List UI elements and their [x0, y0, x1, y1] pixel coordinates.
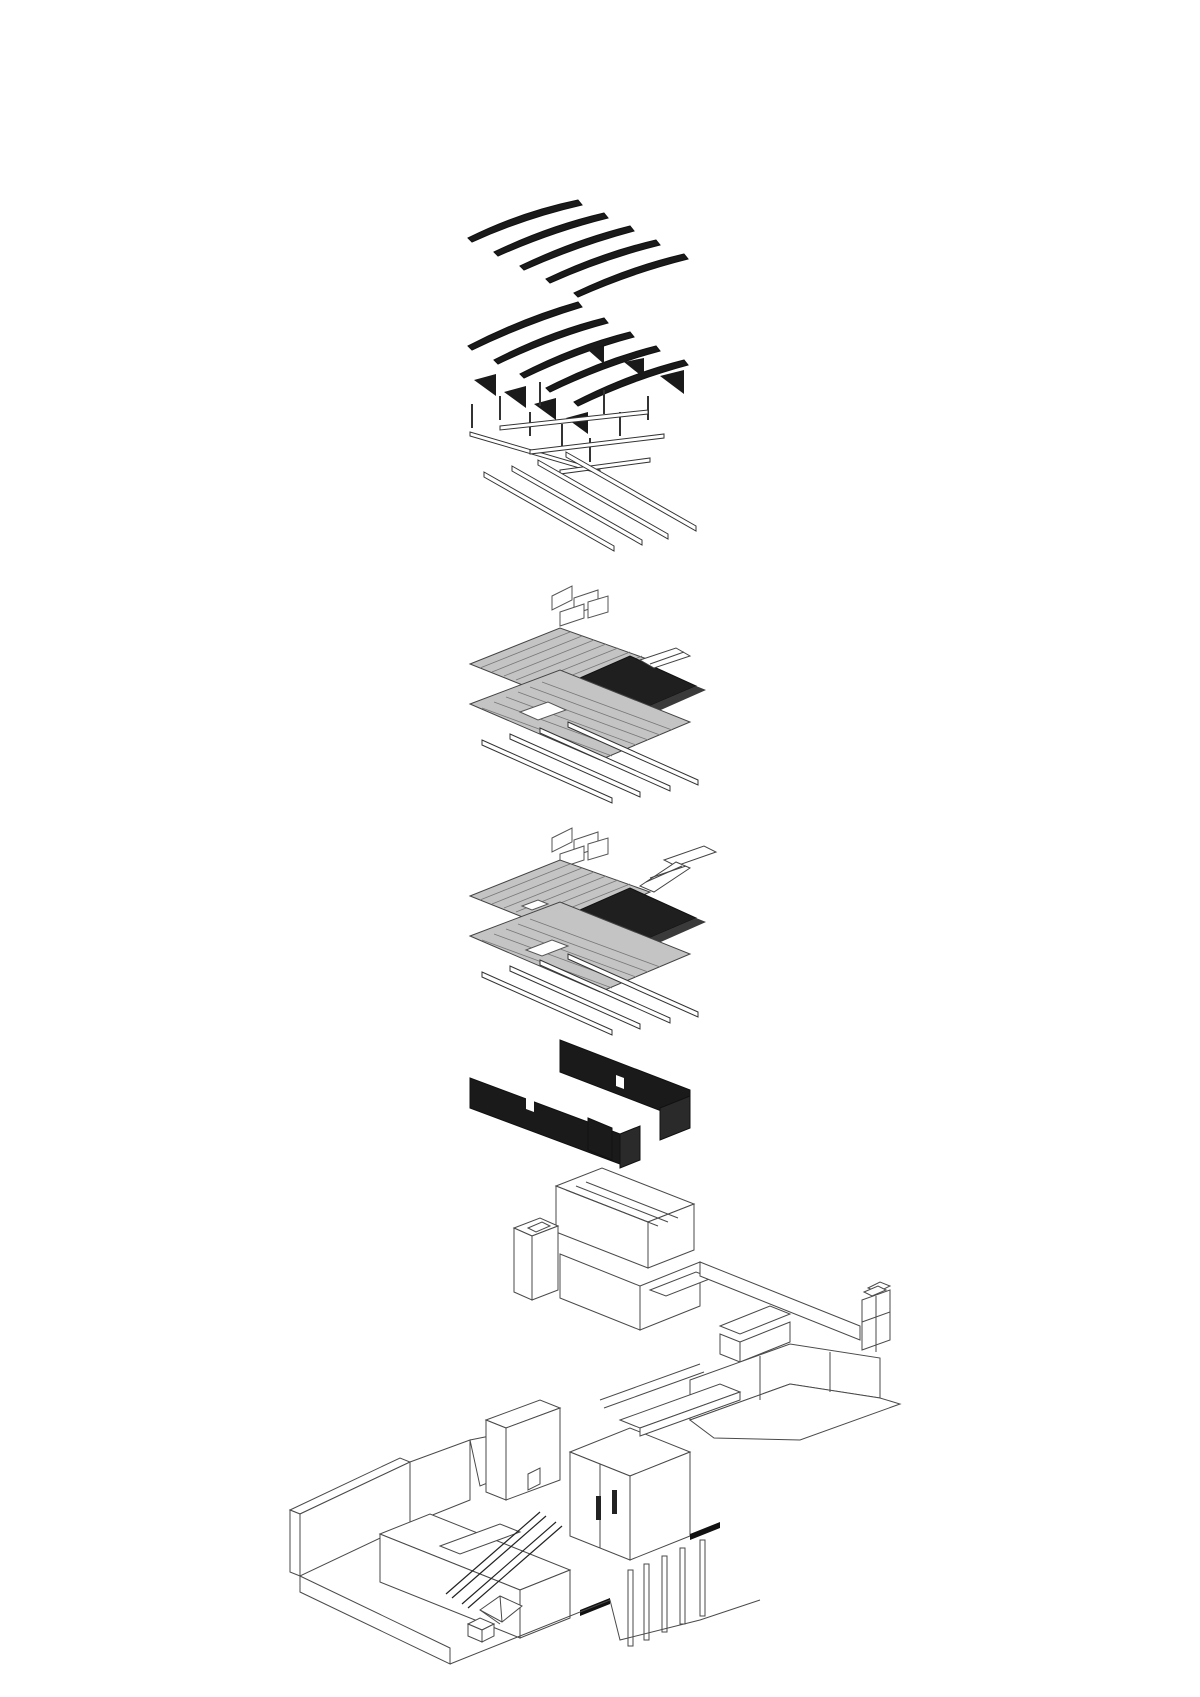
- floor-opening: [518, 701, 568, 721]
- room-outline: [551, 827, 573, 853]
- gusset-plate: [534, 398, 556, 420]
- layer-roof-sheets: [467, 199, 689, 298]
- joist: [539, 727, 671, 792]
- wall-panel: [587, 1117, 613, 1161]
- beam: [499, 409, 649, 431]
- roof-rib: [519, 331, 635, 379]
- left-enclosure-walls: [288, 1435, 501, 1665]
- wall-panel: [619, 1125, 641, 1169]
- wall-panel: [659, 1095, 691, 1141]
- right-wing: [699, 1261, 861, 1363]
- roof-sheet: [493, 212, 609, 257]
- floor-opening: [520, 899, 550, 911]
- roof-rib: [493, 317, 609, 365]
- central-bay: [568, 1427, 692, 1561]
- room-outline: [559, 603, 585, 627]
- layer-existing-site-building: [288, 1167, 902, 1665]
- joist: [567, 721, 699, 786]
- layer-roof-structure: [467, 301, 697, 552]
- right-tower: [861, 1281, 892, 1352]
- site-base-outline: [449, 1599, 761, 1665]
- room-outline: [587, 595, 609, 619]
- tower-block: [512, 1217, 560, 1301]
- gusset-plate: [660, 370, 684, 394]
- walkway: [662, 845, 718, 867]
- wall-opening: [616, 1075, 624, 1089]
- roof-sheet: [573, 253, 689, 298]
- joist: [509, 965, 641, 1030]
- joist: [481, 739, 613, 804]
- layer-lower-floor-deck: [468, 827, 718, 1036]
- roof-rib: [467, 301, 583, 351]
- ramp-rails: [445, 1511, 563, 1609]
- columns: [627, 1539, 706, 1647]
- joist: [509, 733, 641, 798]
- gusset-plate: [474, 374, 496, 396]
- room-outline: [551, 585, 573, 611]
- bridge-walkways: [599, 1363, 742, 1437]
- glazing-slot: [690, 1522, 720, 1540]
- layer-enclosure-walls: [469, 1039, 691, 1169]
- wall-opening: [526, 1098, 534, 1112]
- roof-rib: [545, 345, 661, 393]
- small-box: [466, 1617, 496, 1643]
- purlin: [565, 451, 697, 532]
- roof-sheet: [545, 239, 661, 284]
- purlin: [483, 471, 615, 552]
- mid-block: [559, 1253, 714, 1331]
- purlin: [537, 459, 669, 540]
- left-bay-walls: [484, 1399, 562, 1501]
- roof-sheet: [467, 199, 583, 243]
- room-outline: [587, 837, 609, 861]
- purlin: [511, 465, 643, 546]
- gusset-plate: [588, 346, 604, 364]
- main-hall: [554, 1167, 696, 1269]
- gusset-plate: [504, 386, 526, 408]
- joist: [481, 971, 613, 1036]
- tent-structure: [479, 1595, 523, 1625]
- beam: [529, 433, 665, 455]
- floor-opening: [524, 939, 570, 957]
- layer-upper-floor-deck: [468, 585, 706, 804]
- joist: [567, 953, 699, 1018]
- gusset-plate: [624, 358, 644, 378]
- courtyard: [378, 1513, 572, 1639]
- roof-sheet: [519, 225, 635, 271]
- joist: [539, 959, 671, 1024]
- stair: [638, 861, 692, 893]
- glazing-slot: [580, 1598, 610, 1616]
